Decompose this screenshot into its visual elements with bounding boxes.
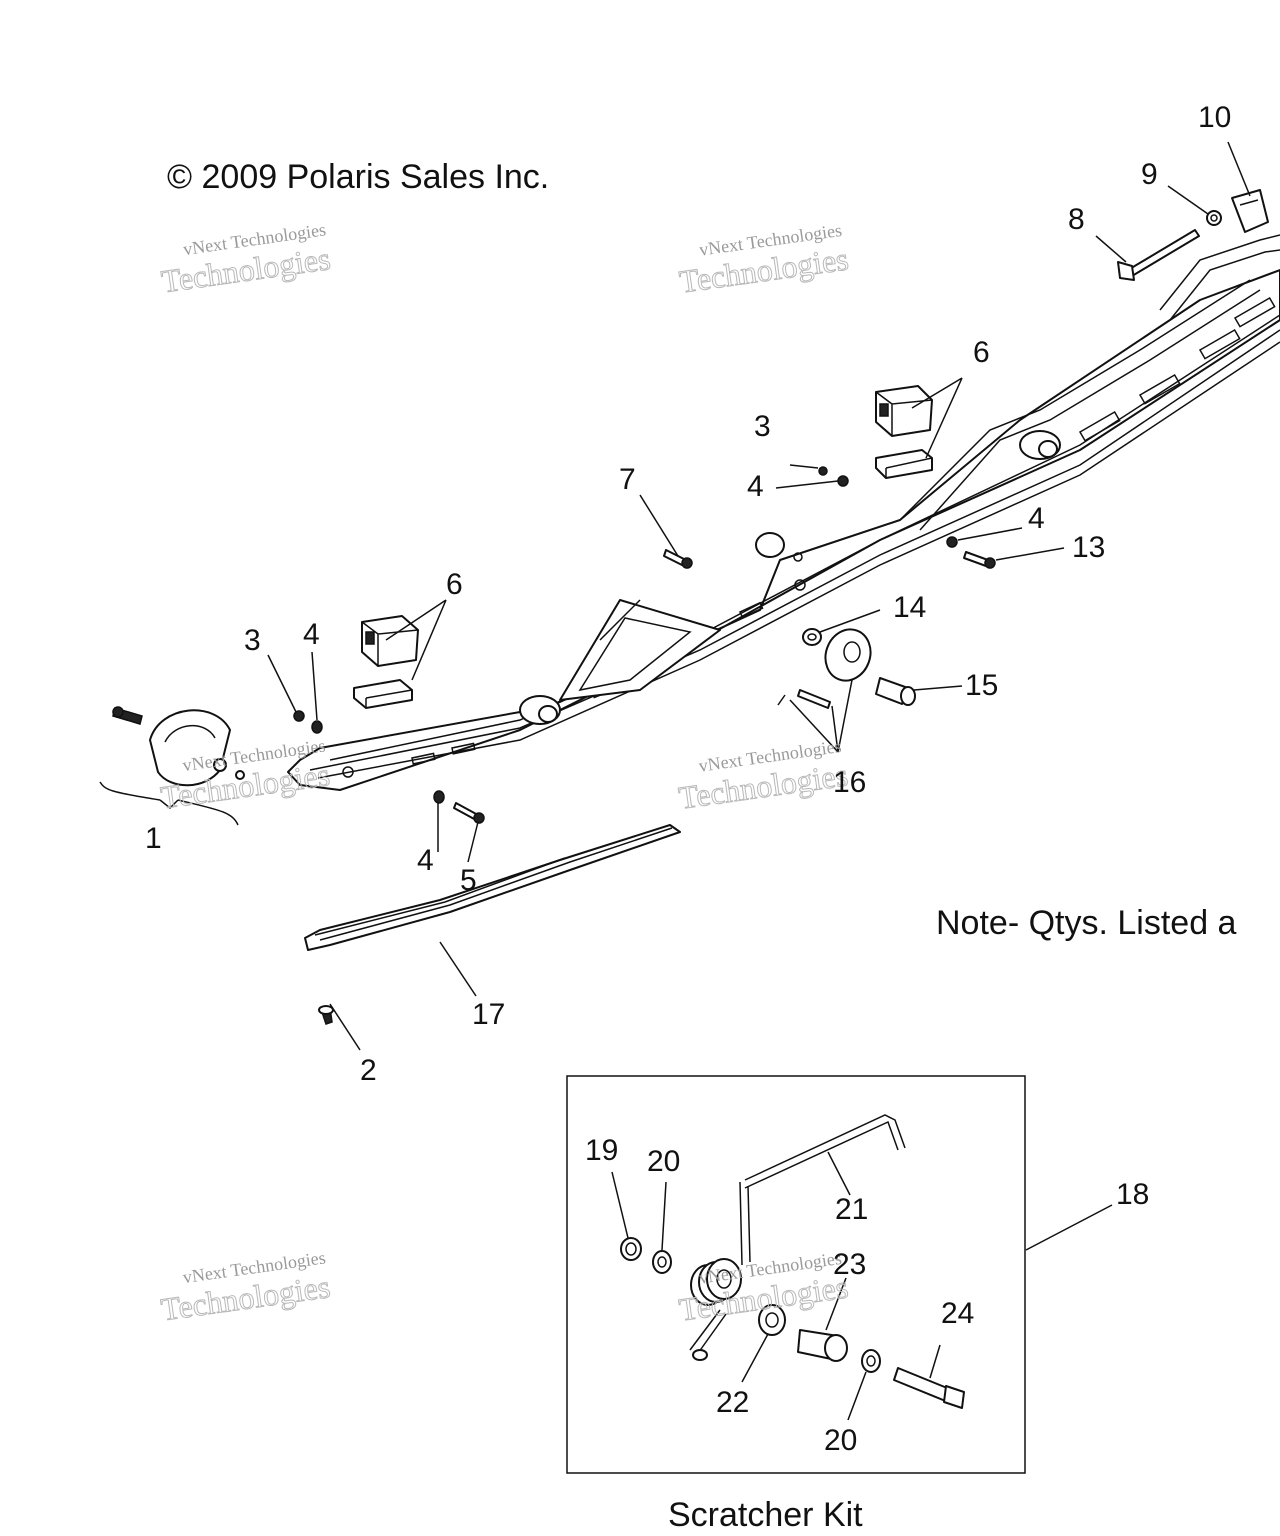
callout-10: 10 [1198,101,1231,134]
callout-18: 18 [1116,1178,1149,1211]
block-6-front [353,615,419,709]
watermark-4: vNext Technologies Technologies [676,736,851,816]
quantity-note: Note- Qtys. Listed a [936,904,1237,942]
rail-assembly [287,234,1280,791]
callout-8: 8 [1068,203,1085,236]
callout-15: 15 [965,669,998,702]
callout-20: 20 [647,1145,680,1178]
callout-3: 3 [244,624,261,657]
copyright-text: © 2009 Polaris Sales Inc. [167,158,549,196]
ski-loop-assembly [99,706,245,826]
callout-6: 6 [446,568,463,601]
callout-7: 7 [619,463,636,496]
callout-4: 4 [417,844,434,877]
kit-leader [1025,1204,1113,1251]
watermark-5: vNext Technologies Technologies [158,1247,333,1328]
callout-24: 24 [941,1297,974,1330]
callout-23: 23 [833,1248,866,1281]
scratcher-kit-box [566,1075,1026,1474]
callout-20: 20 [824,1424,857,1457]
callout-3: 3 [754,410,771,443]
callout-13: 13 [1072,531,1105,564]
callout-labels: 1 2 3 3 4 4 4 4 5 6 6 7 8 9 10 13 14 15 … [145,101,1231,1457]
callout-4: 4 [303,618,320,651]
scratcher-kit-parts [611,1114,965,1421]
callout-2: 2 [360,1054,377,1087]
callout-21: 21 [835,1193,868,1226]
scratcher-kit-title: Scratcher Kit [668,1496,863,1534]
callout-4: 4 [1028,502,1045,535]
callout-9: 9 [1141,158,1158,191]
callout-5: 5 [460,864,477,897]
callout-16: 16 [833,766,866,799]
hardware [293,189,1269,824]
callout-19: 19 [585,1134,618,1167]
callout-6: 6 [973,336,990,369]
callout-4: 4 [747,470,764,503]
callout-22: 22 [716,1386,749,1419]
callout-1: 1 [145,822,162,855]
wear-bar [304,824,681,1025]
block-6-rear [875,385,933,479]
watermark-1: vNext Technologies Technologies [159,219,334,300]
leader-lines [267,141,1251,1051]
watermark-6: vNext Technologies Technologies [676,1248,851,1328]
callout-14: 14 [893,591,926,624]
callout-17: 17 [472,998,505,1031]
watermark-2: vNext Technologies Technologies [677,220,852,300]
